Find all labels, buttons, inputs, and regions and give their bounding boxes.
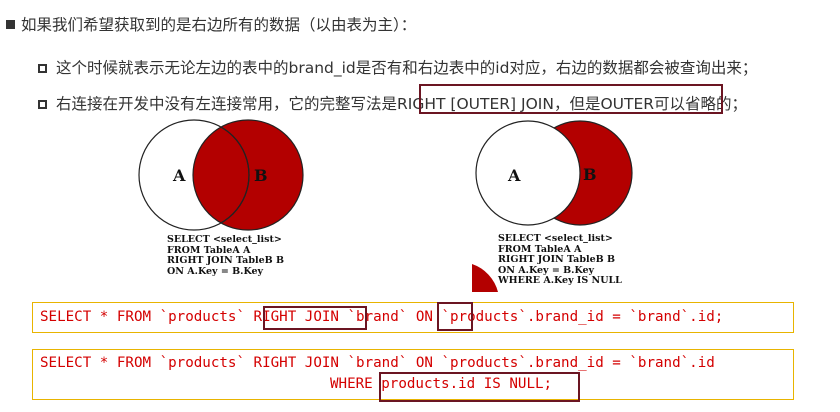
square-bullet-icon <box>6 20 15 29</box>
circle-a-overlap-outline <box>193 120 250 230</box>
venn-right-label-a: A <box>507 166 521 185</box>
venn-right: A B <box>475 120 633 226</box>
hollow-square-bullet-icon <box>38 64 47 73</box>
bullet-item: 右连接在开发中没有左连接常用，它的完整写法是RIGHT [OUTER] JOIN… <box>38 92 747 114</box>
right-outer-join-highlight <box>419 84 723 114</box>
code-block-right-join: SELECT * FROM `products` RIGHT JOIN `bra… <box>32 302 794 333</box>
on-keyword-highlight <box>437 302 473 331</box>
code-line-where: WHERE products.id IS NULL; <box>330 376 553 392</box>
sql-caption-right: SELECT <select_list> FROM TableA A RIGHT… <box>498 233 622 286</box>
sql-caption-left: SELECT <select_list> FROM TableA A RIGHT… <box>167 234 284 277</box>
circle-b-filled <box>192 119 304 231</box>
venn-left-label-b: B <box>254 166 268 185</box>
code-line: SELECT * FROM `products` RIGHT JOIN `bra… <box>40 309 724 325</box>
hollow-square-bullet-icon <box>38 100 47 109</box>
code-block-right-join-where: SELECT * FROM `products` RIGHT JOIN `bra… <box>32 349 794 400</box>
cropped-venn-fragment <box>472 264 498 292</box>
venn-left-label-a: A <box>172 166 186 185</box>
bullet-item: 这个时候就表示无论左边的表中的brand_id是否有和右边表中的id对应，右边的… <box>38 56 757 78</box>
right-join-keyword-highlight <box>263 306 367 330</box>
code-line: SELECT * FROM `products` RIGHT JOIN `bra… <box>40 355 715 371</box>
venn-left: A B <box>138 119 304 231</box>
circle-a-blank <box>475 120 581 226</box>
section-heading: 如果我们希望获取到的是右边所有的数据（以由表为主）： <box>6 13 416 35</box>
venn-right-label-b: B <box>583 165 597 184</box>
where-condition-highlight <box>379 372 580 402</box>
